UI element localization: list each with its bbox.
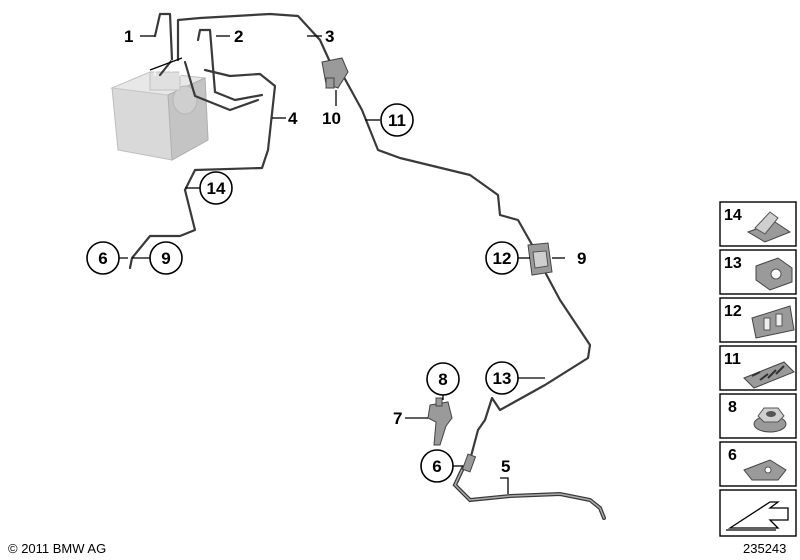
svg-text:11: 11: [724, 351, 741, 368]
brake-lines: [128, 12, 606, 520]
svg-text:4: 4: [288, 109, 298, 128]
brake-line-4: [183, 68, 277, 192]
parts-legend: 14 13 12 11: [719, 201, 797, 537]
clip-13-icon: [755, 257, 793, 291]
brake-line-14: [128, 188, 197, 270]
brake-line-2: [196, 28, 264, 102]
clip-11-icon: [743, 361, 795, 389]
callout-11: 11: [380, 103, 414, 137]
svg-text:9: 9: [161, 249, 170, 268]
brake-line-3: [176, 12, 332, 64]
callout-13: 13: [485, 361, 519, 395]
leader-lines: [118, 35, 565, 494]
svg-text:12: 12: [724, 303, 742, 320]
clip-14-icon: [746, 211, 792, 243]
brake-hose-5: [452, 468, 606, 520]
callout-4: 4: [288, 109, 298, 128]
brake-line-11: [338, 68, 537, 252]
navigation-arrow-icon: [719, 489, 797, 537]
abs-hydraulic-unit: [110, 71, 209, 161]
nut-8-icon: [753, 407, 787, 433]
legend-item-8: 8: [719, 393, 797, 439]
svg-text:5: 5: [501, 457, 510, 476]
legend-item-11: 11: [719, 345, 797, 391]
callout-6-lower: 6: [420, 449, 454, 483]
callout-12: 12: [485, 241, 519, 275]
svg-text:13: 13: [724, 255, 742, 272]
bracket-7: [427, 397, 453, 446]
callout-3: 3: [325, 27, 334, 46]
svg-text:13: 13: [493, 369, 512, 388]
legend-item-12: 12: [719, 297, 797, 343]
diagram-number: 235243: [743, 541, 786, 556]
legend-item-14: 14: [719, 201, 797, 247]
callout-14: 14: [199, 171, 233, 205]
svg-text:6: 6: [728, 447, 737, 464]
callout-10: 10: [322, 109, 341, 128]
svg-text:14: 14: [724, 207, 742, 224]
svg-text:8: 8: [438, 370, 447, 389]
svg-text:2: 2: [234, 27, 243, 46]
callout-6-left: 6: [86, 241, 120, 275]
clip-12-icon: [751, 305, 795, 339]
svg-text:1: 1: [124, 27, 133, 46]
callout-2: 2: [234, 27, 243, 46]
footer: © 2011 BMW AG 235243: [8, 541, 786, 556]
callout-9-left: 9: [149, 241, 183, 275]
svg-text:10: 10: [322, 109, 341, 128]
callout-1: 1: [124, 27, 133, 46]
svg-text:9: 9: [577, 249, 586, 268]
clip-6-lower: [461, 453, 477, 473]
clip-10: [321, 57, 349, 89]
callout-5: 5: [501, 457, 510, 476]
legend-item-6: 6: [719, 441, 797, 487]
svg-text:6: 6: [432, 457, 441, 476]
svg-text:8: 8: [728, 399, 737, 416]
brake-line-1: [153, 12, 174, 77]
svg-text:7: 7: [393, 409, 402, 428]
svg-text:6: 6: [98, 249, 107, 268]
callout-9-right: 9: [577, 249, 586, 268]
legend-item-13: 13: [719, 249, 797, 295]
svg-text:12: 12: [493, 249, 512, 268]
brake-line-13: [460, 270, 592, 470]
svg-text:3: 3: [325, 27, 334, 46]
callout-7: 7: [393, 409, 402, 428]
svg-text:11: 11: [388, 111, 406, 130]
clip-9-right: [527, 242, 553, 276]
svg-text:14: 14: [207, 179, 226, 198]
callout-8: 8: [426, 362, 460, 396]
copyright-text: © 2011 BMW AG: [8, 541, 106, 556]
clip-6-icon: [743, 459, 787, 481]
